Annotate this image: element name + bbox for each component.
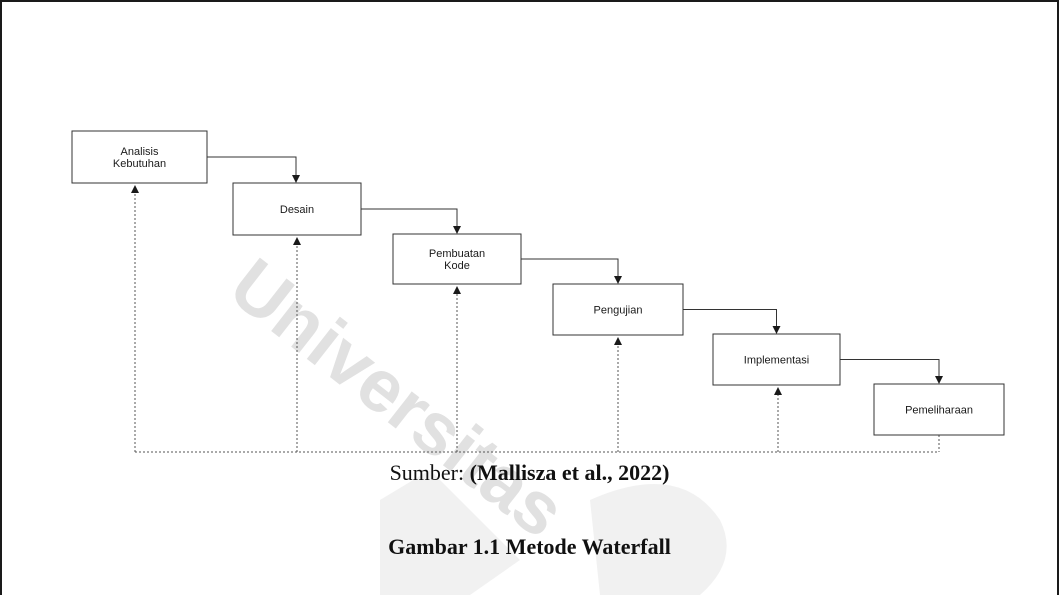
- stage-implementasi: Implementasi: [712, 333, 841, 386]
- stage-boxes: AnalisisKebutuhanDesainPembuatanKodePeng…: [71, 130, 1005, 436]
- stage-label-pengujian-1: Pengujian: [594, 305, 643, 317]
- stage-box-pengujian: [552, 283, 684, 336]
- connector-2: [361, 208, 458, 226]
- stage-pengujian: Pengujian: [552, 283, 684, 336]
- connector-arrow-4: [772, 326, 781, 334]
- connector-arrow-5: [935, 376, 943, 384]
- feedback-arrow-5: [774, 387, 782, 395]
- connector-arrow-1: [292, 175, 300, 183]
- feedback-arrow-2: [293, 237, 301, 245]
- connector-1: [207, 156, 297, 175]
- source-reference: (Mallisza et al., 2022): [469, 460, 670, 485]
- stage-label-pembuatan-2: Kode: [444, 260, 470, 272]
- feedback-lines: [131, 185, 940, 453]
- figure-title: Gambar 1.1 Metode Waterfall: [388, 534, 671, 559]
- feedback-arrow-1: [131, 185, 139, 193]
- stage-box-implementasi: [712, 333, 841, 386]
- connector-3: [521, 258, 619, 276]
- figure-source: Sumber: (Mallisza et al., 2022): [0, 460, 1059, 486]
- connector-4: [683, 309, 777, 326]
- stage-label-pemeliharaan-1: Pemeliharaan: [905, 405, 973, 417]
- connector-5: [840, 359, 940, 376]
- stage-label-implementasi-1: Implementasi: [744, 355, 809, 367]
- connectors: [207, 156, 943, 384]
- stage-box-pembuatan: [392, 233, 522, 285]
- connector-arrow-3: [614, 276, 622, 284]
- stage-desain: Desain: [232, 182, 362, 236]
- stage-box-analisis: [71, 130, 208, 184]
- source-prefix: Sumber:: [389, 460, 470, 485]
- feedback-arrow-3: [453, 286, 461, 294]
- stage-label-pembuatan-1: Pembuatan: [429, 248, 485, 260]
- stage-label-desain-1: Desain: [280, 204, 314, 216]
- stage-box-desain: [232, 182, 362, 236]
- stage-label-analisis-2: Kebutuhan: [113, 158, 166, 170]
- stage-label-analisis-1: Analisis: [121, 146, 159, 158]
- stage-box-pemeliharaan: [873, 383, 1005, 436]
- connector-arrow-2: [453, 226, 461, 234]
- feedback-arrow-4: [614, 337, 622, 345]
- stage-pemeliharaan: Pemeliharaan: [873, 383, 1005, 436]
